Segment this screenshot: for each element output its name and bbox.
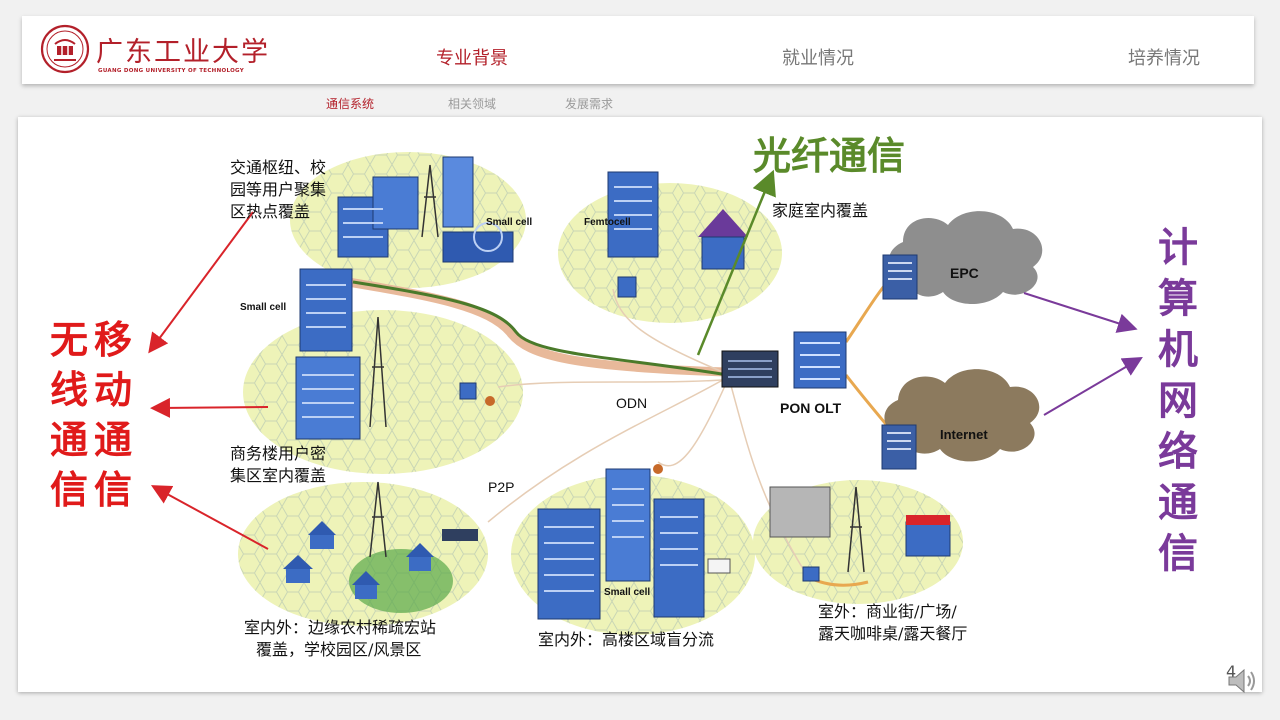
tab-employment[interactable]: 就业情况 — [782, 48, 854, 69]
highrise-buildings — [537, 464, 731, 620]
pon-olt-label: PON OLT — [780, 400, 842, 416]
hotspot-label: 交通枢纽、校 园等用户聚集 区热点覆盖 — [230, 157, 326, 223]
network-char: 算 — [1158, 276, 1198, 322]
street-label-line: 室外：商业街/广场/ — [818, 602, 957, 621]
subtab-related-fields[interactable]: 相关领域 — [448, 97, 497, 111]
p2p-label: P2P — [488, 479, 514, 495]
rural-label-line: 室内外：边缘农村稀疏宏站 — [244, 618, 437, 637]
mobile-char: 信 — [94, 468, 133, 512]
street-buildings — [769, 486, 951, 582]
arrow-rural-to-wireless — [150, 485, 269, 550]
small-cell-label-3: Small cell — [604, 587, 650, 598]
network-char: 网 — [1158, 378, 1198, 424]
arrow-epc-to-network — [1023, 292, 1138, 333]
pon-olt-equipment — [721, 331, 847, 389]
hotspot-buildings — [337, 156, 514, 263]
mobile-char: 通 — [94, 418, 133, 462]
internet-cloud — [884, 369, 1040, 462]
university-name-en: GUANG DONG UNIVERSITY OF TECHNOLOGY — [98, 68, 245, 74]
business-buildings — [295, 268, 495, 440]
business-label-line: 集区室内覆盖 — [230, 466, 327, 485]
header-bar: 广东工业大学 GUANG DONG UNIVERSITY OF TECHNOLO… — [22, 16, 1254, 84]
arrow-olt-to-fiber — [696, 169, 776, 356]
speaker-icon[interactable] — [1226, 666, 1258, 696]
subtab-development-needs[interactable]: 发展需求 — [565, 97, 614, 111]
network-char: 通 — [1158, 480, 1198, 526]
university-logo[interactable]: 广东工业大学 GUANG DONG UNIVERSITY OF TECHNOLO… — [40, 24, 268, 78]
tab-training[interactable]: 培养情况 — [1128, 48, 1200, 69]
epc-server — [882, 254, 918, 300]
mobile-char: 动 — [94, 368, 133, 412]
computer-network-communication-title: 计 算 机 网 络 通 信 — [1158, 223, 1198, 580]
mobile-communication-col2: 移 动 通 信 — [94, 315, 132, 515]
internet-label: Internet — [940, 427, 988, 442]
subtab-communication-system[interactable]: 通信系统 — [326, 97, 375, 111]
network-char: 络 — [1158, 429, 1198, 475]
rural-houses — [283, 481, 478, 599]
seal-icon — [40, 24, 90, 74]
rural-label-line: 覆盖，学校园区/风景区 — [256, 640, 422, 659]
content-panel: Small cell Small cell Small cell Femtoce… — [18, 117, 1262, 692]
wireless-communication-col1: 无 线 通 信 — [50, 315, 88, 515]
page-number: 4 — [1226, 662, 1237, 681]
business-label-line: 商务楼用户密 — [230, 444, 327, 463]
arrow-internet-to-network — [1043, 356, 1143, 416]
fiber-communication-title: 光纤通信 — [753, 134, 906, 178]
odn-label: ODN — [616, 395, 647, 411]
network-char: 机 — [1158, 327, 1198, 373]
hotspot-label-line: 区热点覆盖 — [230, 202, 311, 221]
hotspot-label-line: 园等用户聚集 — [230, 180, 327, 199]
street-label-line: 露天咖啡桌/露天餐厅 — [818, 624, 968, 643]
wireless-char: 线 — [50, 368, 89, 412]
epc-label: EPC — [950, 265, 979, 281]
mobile-char: 移 — [94, 318, 133, 362]
hotspot-label-line: 交通枢纽、校 — [230, 158, 327, 177]
street-label: 室外：商业街/广场/ 露天咖啡桌/露天餐厅 — [818, 601, 967, 645]
femtocell-label: Femtocell — [584, 217, 631, 228]
arrow-hotspot-to-wireless — [148, 211, 254, 354]
wireless-char: 通 — [50, 418, 89, 462]
small-cell-label-1: Small cell — [240, 302, 286, 313]
epc-cloud — [889, 211, 1043, 305]
university-name-cn: 广东工业大学 — [96, 37, 270, 68]
internet-server — [881, 424, 917, 470]
highrise-label: 室内外：高楼区域盲分流 — [538, 630, 715, 649]
rural-label: 室内外：边缘农村稀疏宏站 覆盖，学校园区/风景区 — [244, 617, 436, 661]
wireless-char: 信 — [50, 468, 89, 512]
home-coverage-label: 家庭室内覆盖 — [772, 201, 869, 220]
tab-major-background[interactable]: 专业背景 — [436, 48, 508, 69]
network-char: 信 — [1158, 531, 1198, 577]
network-char: 计 — [1158, 225, 1198, 271]
small-cell-label-2: Small cell — [486, 217, 532, 228]
arrow-business-to-wireless — [150, 397, 269, 418]
business-label: 商务楼用户密 集区室内覆盖 — [230, 443, 326, 487]
home-buildings — [607, 171, 748, 298]
wireless-char: 无 — [50, 318, 89, 362]
network-diagram: Small cell Small cell Small cell Femtoce… — [148, 152, 1143, 635]
